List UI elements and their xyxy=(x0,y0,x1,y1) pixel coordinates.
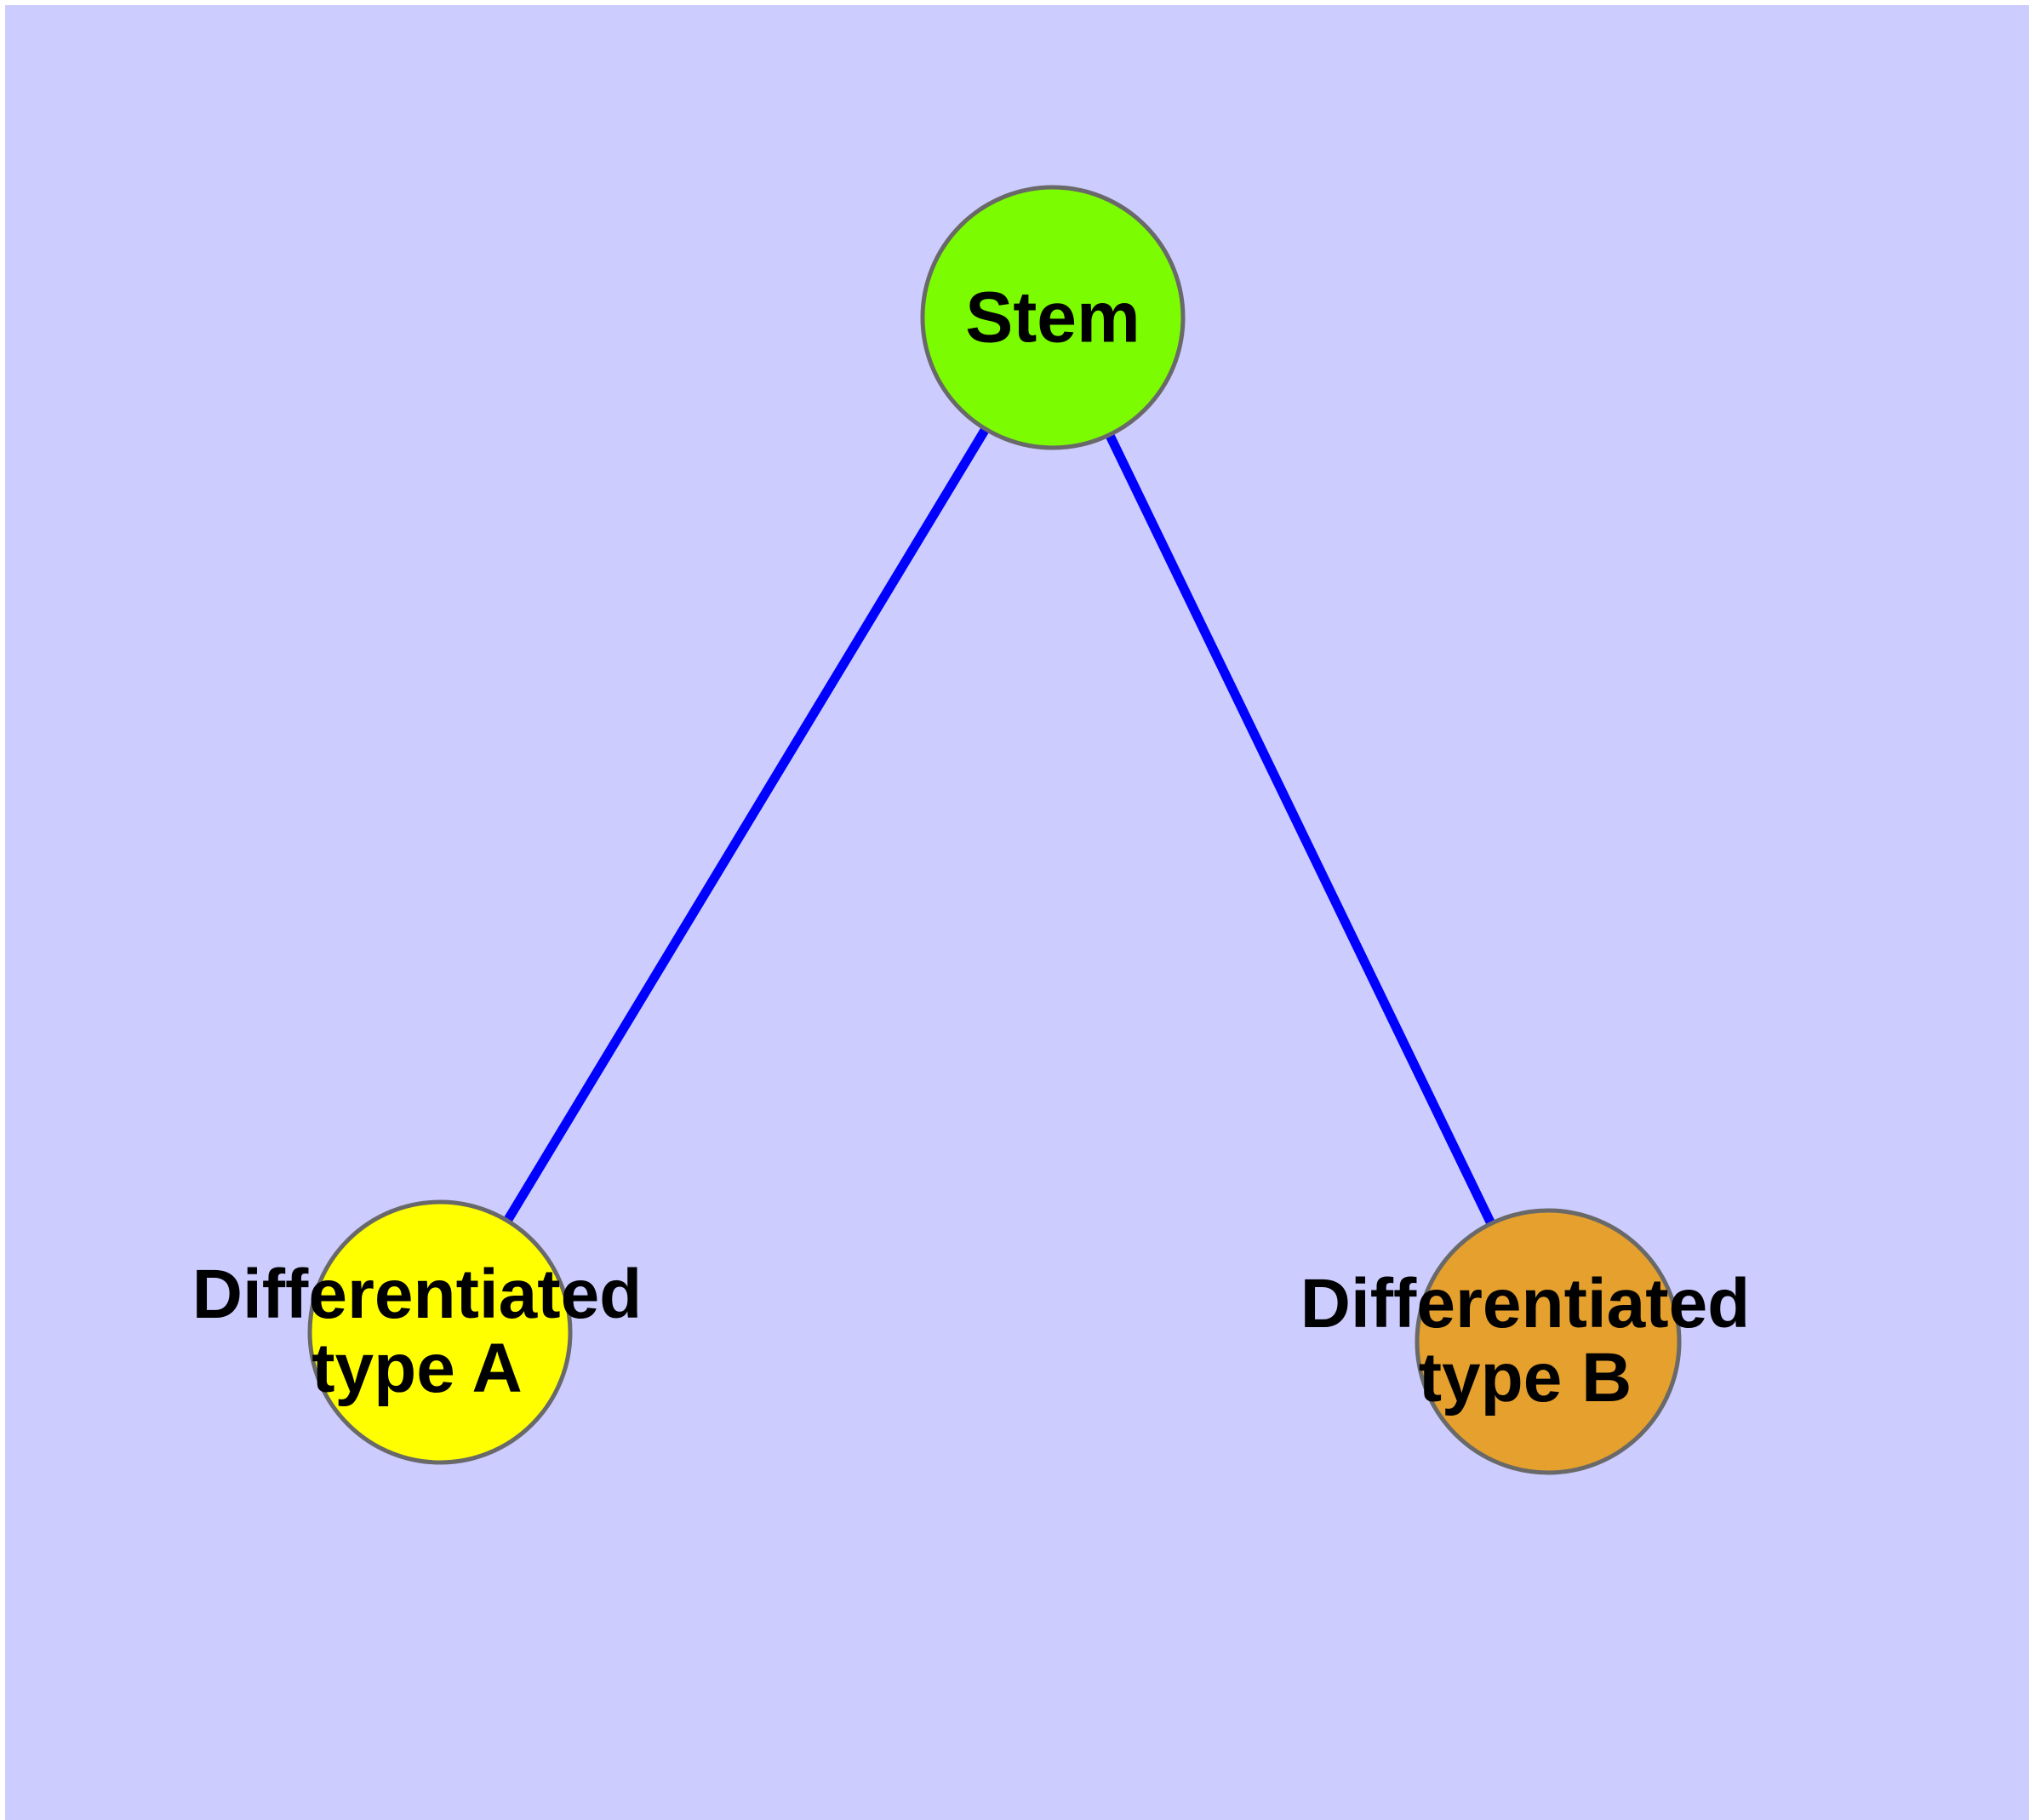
graph-edge[interactable] xyxy=(500,421,992,1228)
node-layer xyxy=(307,185,1682,1475)
graph-edge[interactable] xyxy=(1103,427,1498,1231)
graph-node-diff_b[interactable] xyxy=(1415,1208,1682,1475)
graph-node-stem[interactable] xyxy=(920,185,1186,450)
graph-node-diff_a[interactable] xyxy=(307,1199,573,1465)
edge-layer xyxy=(500,421,1498,1231)
